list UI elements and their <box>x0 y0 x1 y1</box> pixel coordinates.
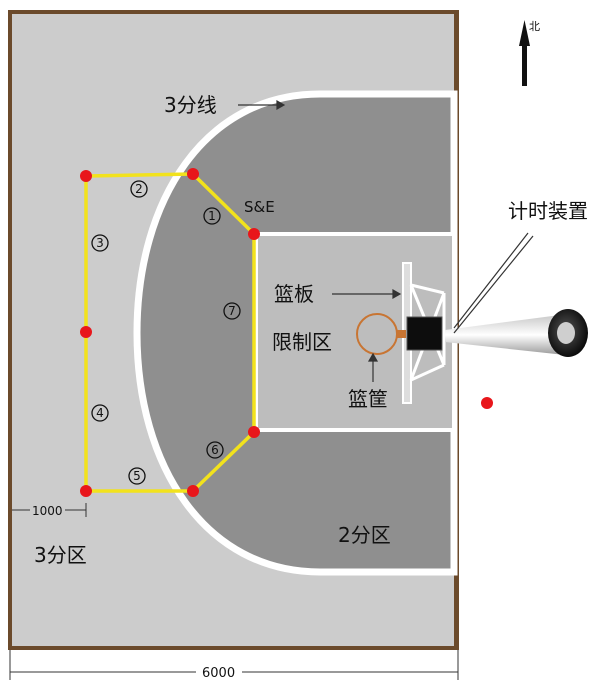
waypoints <box>80 168 493 497</box>
segment-label-2: 2 <box>135 182 143 196</box>
north-label: 北 <box>529 20 540 33</box>
waypoint <box>80 326 92 338</box>
segment-label-5: 5 <box>133 469 141 483</box>
waypoint <box>248 228 260 240</box>
waypoint <box>187 168 199 180</box>
three-point-line-label: 3分线 <box>164 93 217 117</box>
backboard-label: 篮板 <box>274 282 314 306</box>
dimension-6000 <box>9 650 459 680</box>
north-arrow <box>519 20 530 86</box>
segment-label-3: 3 <box>96 236 104 250</box>
dimension-6000-label: 6000 <box>202 666 235 681</box>
timer-block <box>406 316 443 351</box>
segment-markers <box>91 180 241 485</box>
waypoint <box>80 485 92 497</box>
measurement-path <box>84 172 256 493</box>
three-point-zone-label: 3分区 <box>34 543 87 567</box>
waypoint <box>80 170 92 182</box>
segment-label-7: 7 <box>228 304 236 318</box>
waypoint-outside <box>481 397 493 409</box>
start-end-label: S&E <box>244 198 275 216</box>
segment-label-6: 6 <box>211 443 219 457</box>
waypoint <box>187 485 199 497</box>
restricted-area-label: 限制区 <box>272 330 332 354</box>
segment-label-1: 1 <box>208 209 216 223</box>
hoop-connector <box>396 330 406 338</box>
segment-label-4: 4 <box>96 406 104 420</box>
timer-device-label: 计时装置 <box>508 199 588 223</box>
two-point-zone-label: 2分区 <box>338 523 391 547</box>
label-arrows <box>238 99 534 382</box>
dimension-1000 <box>12 503 87 517</box>
hoop-label: 篮筐 <box>348 387 388 411</box>
dimension-1000-label: 1000 <box>32 504 63 518</box>
timer-device-icon <box>445 309 588 357</box>
waypoint <box>248 426 260 438</box>
